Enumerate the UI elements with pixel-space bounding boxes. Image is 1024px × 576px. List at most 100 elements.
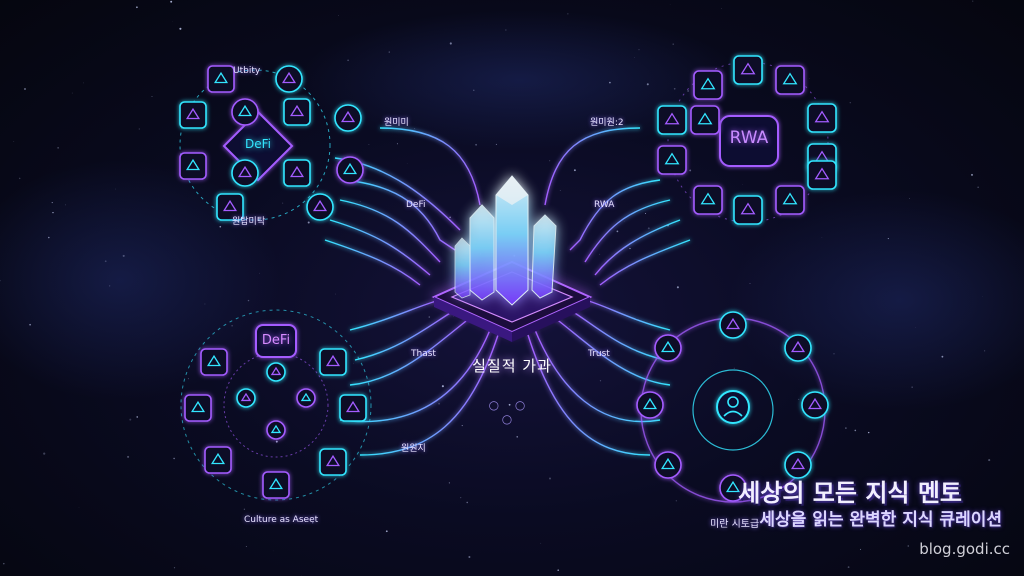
star — [359, 201, 361, 202]
label-top-left-bottom: 원탑미탁 — [232, 217, 266, 227]
star — [78, 507, 80, 508]
cluster-bottom-left-nodes — [184, 348, 367, 499]
star — [911, 386, 913, 388]
asset-node-icon — [266, 420, 286, 440]
trust-node-icon — [784, 451, 812, 479]
rwa-node-icon — [693, 70, 723, 100]
star — [83, 82, 85, 84]
asset-node-icon — [266, 362, 286, 382]
star — [151, 95, 153, 97]
star — [984, 350, 986, 352]
star — [461, 425, 463, 427]
star — [915, 327, 916, 328]
star — [136, 416, 138, 418]
watermark-subtitle: 세상을 읽는 완벽한 지식 큐레이션 — [759, 510, 1002, 530]
star — [859, 548, 862, 550]
defi-node-icon — [336, 156, 364, 184]
star — [516, 436, 518, 438]
star — [634, 57, 635, 58]
star — [122, 254, 125, 257]
star — [13, 140, 15, 142]
star — [0, 279, 1, 282]
watermark-title: 세상의 모든 지식 멘토 — [738, 479, 962, 507]
star — [115, 188, 116, 190]
crystal-icon — [454, 175, 557, 306]
defi-node-icon — [306, 193, 334, 221]
connector-wires — [324, 127, 691, 456]
star — [138, 128, 140, 130]
star — [798, 398, 800, 400]
star — [749, 282, 751, 284]
star — [557, 569, 559, 571]
star — [733, 367, 735, 369]
star — [907, 545, 909, 547]
star — [599, 380, 602, 382]
star — [609, 81, 611, 84]
star — [449, 42, 452, 45]
star — [845, 427, 847, 429]
defi-node-icon — [283, 159, 311, 187]
star — [18, 177, 21, 180]
star — [567, 13, 569, 15]
star — [638, 49, 640, 51]
hub-label-top-right: RWA — [729, 128, 769, 148]
cluster-top-left-nodes — [179, 65, 364, 221]
trust-node-icon — [636, 391, 664, 419]
asset-node-icon — [184, 394, 212, 422]
star — [136, 6, 138, 9]
star — [687, 90, 689, 92]
star — [173, 567, 176, 569]
star — [282, 202, 284, 204]
asset-node-icon — [200, 348, 228, 376]
star — [47, 236, 50, 239]
star — [172, 21, 173, 22]
defi-node-icon — [283, 98, 311, 126]
defi-node-icon — [207, 65, 235, 93]
cluster-bottom-left — [180, 309, 372, 501]
asset-node-icon — [236, 388, 256, 408]
watermark-url: blog.godi.cc — [919, 540, 1010, 558]
star — [689, 169, 692, 172]
star — [428, 316, 431, 318]
asset-node-icon — [296, 388, 316, 408]
star — [495, 143, 497, 145]
star — [475, 143, 477, 146]
star — [109, 285, 111, 287]
rwa-node-icon — [733, 195, 763, 225]
pagination-dots: ○ ○ ○ — [488, 398, 532, 426]
star — [549, 477, 551, 480]
star — [948, 494, 950, 497]
star — [647, 227, 650, 230]
star — [909, 197, 911, 199]
label-utility: Utbity — [233, 66, 261, 76]
star — [204, 303, 206, 305]
star — [104, 260, 107, 263]
star — [388, 51, 390, 53]
star — [57, 147, 59, 149]
star — [448, 482, 451, 484]
star — [673, 87, 676, 90]
star — [675, 500, 677, 502]
star — [275, 440, 278, 443]
star — [71, 92, 73, 94]
star — [468, 556, 471, 558]
star — [65, 204, 67, 206]
rwa-node-icon — [775, 185, 805, 215]
trust-node-icon — [784, 334, 812, 362]
star — [187, 378, 189, 380]
star — [243, 508, 246, 510]
defi-node-icon — [216, 193, 244, 221]
star — [809, 78, 810, 80]
connector-label-bl-upper: Thast — [411, 349, 436, 359]
star — [173, 457, 175, 460]
star — [867, 431, 870, 434]
defi-node-icon — [179, 101, 207, 129]
star — [368, 143, 370, 145]
rwa-node-icon — [775, 65, 805, 95]
star — [43, 452, 46, 455]
star — [449, 216, 451, 218]
star — [624, 221, 626, 222]
star — [854, 429, 857, 432]
